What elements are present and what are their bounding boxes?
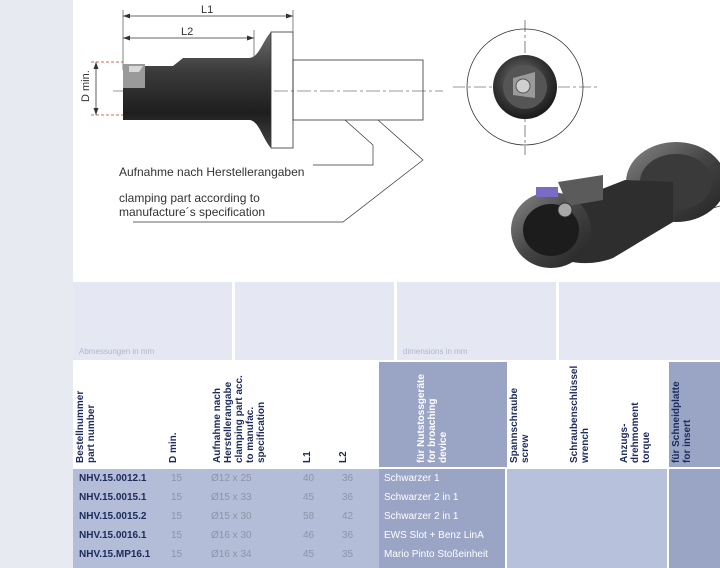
header-part-number: Bestellnummer part number <box>73 362 163 467</box>
table-row[interactable]: NHV.15.0015.1 15 Ø15 x 33 45 36 Schwarze… <box>73 489 720 507</box>
dimensions-label-en: dimensions in mm <box>403 347 468 356</box>
header-clamping-part: Aufnahme nach Herstellerangabe clamping … <box>201 362 293 467</box>
header-broaching-device: für Nutstossgeräte for broaching device <box>379 362 507 467</box>
product-table: Bestellnummer part number D min. Aufnahm… <box>73 362 720 568</box>
header-insert: für Schneidplatte for insert <box>669 362 720 467</box>
clamp-flange-outline <box>270 31 294 149</box>
device-value: Mario Pinto Stoßeinheit <box>384 549 488 560</box>
clamping-value: Ø12 x 25 <box>211 473 252 484</box>
left-margin-band <box>0 0 73 568</box>
header-wrench: Schraubenschlüssel wrench <box>567 362 617 467</box>
table-row[interactable]: NHV.15.0016.1 15 Ø16 x 30 46 36 EWS Slot… <box>73 527 720 545</box>
dmin-value: 15 <box>171 530 183 541</box>
header-screw: Spannschraube screw <box>507 362 567 467</box>
note-english-1: clamping part according to <box>119 191 260 205</box>
shaft-body <box>123 32 271 148</box>
part-number: NHV.15.0015.2 <box>79 511 147 522</box>
l2-value: 35 <box>342 549 354 560</box>
drawing-svg: L1 L2 D min. Aufnahme nach Herstellerang… <box>80 4 720 268</box>
device-value: Schwarzer 1 <box>384 473 440 484</box>
l2-value: 36 <box>342 492 354 503</box>
part-number: NHV.15.0015.1 <box>79 492 147 503</box>
note-german: Aufnahme nach Herstellerangaben <box>119 165 304 179</box>
note-english-2: manufacture´s specification <box>119 205 265 219</box>
header-l2: L2 <box>331 362 379 467</box>
table-row[interactable]: NHV.15.0012.1 15 Ø12 x 25 40 36 Schwarze… <box>73 470 720 488</box>
iso-view-insert <box>536 187 558 197</box>
info-box-4 <box>559 282 720 360</box>
device-value: Schwarzer 2 in 1 <box>384 511 459 522</box>
header-l1: L1 <box>293 362 331 467</box>
technical-drawing: L1 L2 D min. Aufnahme nach Herstellerang… <box>73 0 720 280</box>
clamping-value: Ø15 x 33 <box>211 492 252 503</box>
part-number: NHV.15.0016.1 <box>79 530 147 541</box>
part-number: NHV.15.MP16.1 <box>79 549 151 560</box>
l2-value: 42 <box>342 511 354 522</box>
info-box-2 <box>235 282 394 360</box>
info-box-dimensions-en: dimensions in mm <box>397 282 556 360</box>
header-torque: Anzugs- drehmoment torque <box>617 362 667 467</box>
dimensions-label-de: Abmessungen in mm <box>79 347 155 356</box>
l1-value: 46 <box>303 530 315 541</box>
l1-value: 45 <box>303 549 315 560</box>
body-bg-main <box>73 469 379 568</box>
body-bg-insert <box>669 469 720 568</box>
table-row[interactable]: NHV.15.MP16.1 15 Ø16 x 34 45 35 Mario Pi… <box>73 546 720 564</box>
l1-value: 58 <box>303 511 315 522</box>
part-number: NHV.15.0012.1 <box>79 473 147 484</box>
l1-label: L1 <box>201 4 213 16</box>
dmin-value: 15 <box>171 511 183 522</box>
table-body: NHV.15.0012.1 15 Ø12 x 25 40 36 Schwarze… <box>73 469 720 568</box>
dmin-value: 15 <box>171 492 183 503</box>
body-bg-device <box>379 469 507 568</box>
dmin-value: 15 <box>171 549 183 560</box>
device-value: EWS Slot + Benz LinA <box>384 530 484 541</box>
header-dmin: D min. <box>163 362 201 467</box>
table-row[interactable]: NHV.15.0015.2 15 Ø15 x 30 58 42 Schwarze… <box>73 508 720 526</box>
l1-value: 45 <box>303 492 315 503</box>
dmin-value: 15 <box>171 473 183 484</box>
info-row: Abmessungen in mm dimensions in mm <box>73 282 720 360</box>
body-bg-tools <box>507 469 667 568</box>
dmin-label: D min. <box>80 70 92 102</box>
header-separator <box>73 467 720 469</box>
clamping-value: Ø16 x 34 <box>211 549 252 560</box>
clamping-value: Ø15 x 30 <box>211 511 252 522</box>
info-box-dimensions-de: Abmessungen in mm <box>73 282 232 360</box>
clamp-part-outline <box>292 59 424 121</box>
l2-value: 36 <box>342 530 354 541</box>
l2-value: 36 <box>342 473 354 484</box>
device-value: Schwarzer 2 in 1 <box>384 492 459 503</box>
clamping-value: Ø16 x 30 <box>211 530 252 541</box>
l2-label: L2 <box>181 26 193 38</box>
l1-value: 40 <box>303 473 315 484</box>
